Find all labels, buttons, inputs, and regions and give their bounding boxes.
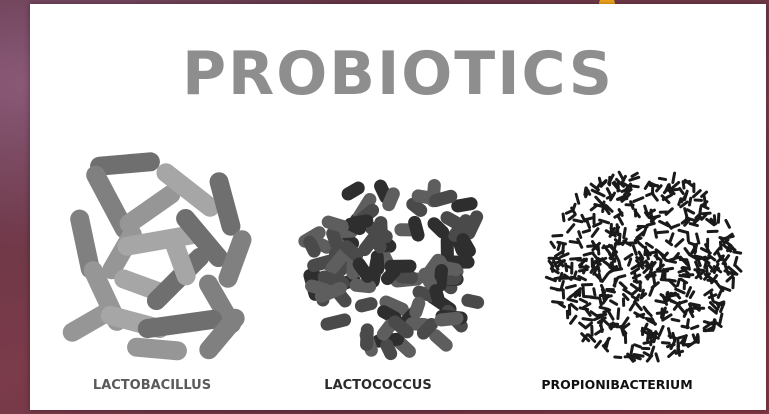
propionibacterium-cell (694, 198, 704, 202)
propionibacterium-cell (566, 310, 569, 320)
propionibacterium-cell (707, 230, 719, 234)
propionibacterium-cell (649, 184, 659, 187)
propionibacterium-cell (724, 218, 732, 229)
propionibacterium-cell (654, 352, 660, 363)
propionibacterium-cell (657, 325, 665, 338)
propionibacterium-cell (578, 297, 588, 304)
lactococcus-cell (460, 293, 485, 311)
lactococcus-cell (360, 323, 374, 351)
propionibacterium-cell (674, 237, 685, 248)
propionibacterium-cell (561, 212, 565, 222)
propionibacterium-cell (551, 300, 564, 305)
propionibacterium-cell (686, 231, 690, 243)
lactococcus-cell (384, 259, 416, 273)
propionibacterium-cell (549, 240, 557, 249)
bacteria-illustrations (30, 4, 766, 410)
propionibacterium-cell (556, 241, 567, 246)
propionibacterium-cell (568, 314, 578, 325)
propionibacterium-cell (581, 317, 594, 322)
propionibacterium-cell (591, 257, 594, 268)
propionibacterium-cell (581, 228, 591, 234)
propionibacterium-cell (598, 305, 609, 310)
label-propionibacterium: PROPIONIBACTERIUM (517, 379, 717, 392)
propionibacterium-cell (692, 307, 705, 310)
propionibacterium-cell (661, 341, 671, 345)
propionibacterium-cell (562, 289, 566, 300)
propionibacterium-cell (589, 296, 599, 300)
propionibacterium-cell (633, 343, 643, 349)
propionibacterium-cell (665, 267, 675, 272)
propionibacterium-cell (566, 297, 578, 303)
propionibacterium-cell (622, 297, 625, 307)
propionibacterium-cell (572, 218, 584, 223)
propionibacterium-cell (623, 252, 634, 261)
propionibacterium-cell (641, 347, 651, 350)
propionibacterium-cell (733, 256, 739, 267)
lactobacillus-rod (126, 337, 187, 361)
propionibacterium-cell (590, 227, 600, 239)
propionibacterium-cell (701, 212, 712, 216)
lactococcus-cell (354, 296, 379, 314)
propionibacterium-cell (605, 288, 615, 291)
propionibacterium-cell (613, 277, 617, 287)
lactococcus-illustration (296, 177, 485, 362)
propionibacterium-cell (695, 232, 701, 245)
propionibacterium-cell (706, 238, 709, 249)
propionibacterium-cell (592, 287, 597, 297)
propionibacterium-cell (732, 250, 742, 255)
propionibacterium-cell (590, 325, 593, 337)
lactobacillus-illustration (59, 151, 254, 363)
propionibacterium-cell (582, 286, 586, 298)
propionibacterium-illustration (544, 170, 743, 363)
propionibacterium-cell (609, 299, 619, 307)
propionibacterium-cell (625, 241, 637, 244)
propionibacterium-cell (565, 284, 577, 290)
propionibacterium-cell (671, 171, 676, 184)
propionibacterium-cell (632, 196, 645, 204)
label-lactobacillus: LACTOBACILLUS (52, 379, 252, 392)
propionibacterium-cell (668, 232, 675, 244)
propionibacterium-cell (582, 251, 595, 257)
propionibacterium-cell (578, 321, 587, 329)
propionibacterium-cell (551, 234, 563, 238)
propionibacterium-cell (690, 324, 700, 330)
label-lactococcus: LACTOCOCCUS (278, 379, 478, 392)
lactococcus-cell (319, 312, 352, 332)
propionibacterium-cell (622, 227, 627, 240)
propionibacterium-cell (717, 213, 721, 224)
propionibacterium-cell (566, 223, 576, 235)
propionibacterium-cell (697, 335, 700, 344)
propionibacterium-cell (670, 318, 680, 323)
propionibacterium-cell (616, 307, 620, 320)
propionibacterium-cell (658, 177, 668, 182)
propionibacterium-cell (692, 182, 695, 193)
propionibacterium-cell (617, 274, 627, 279)
probiotics-poster: PROBIOTICS LACTOBACILLUS LACTOCOCCUS PRO… (30, 4, 766, 410)
propionibacterium-cell (628, 303, 635, 312)
propionibacterium-cell (613, 355, 622, 359)
propionibacterium-cell (683, 246, 692, 256)
propionibacterium-cell (656, 230, 669, 234)
